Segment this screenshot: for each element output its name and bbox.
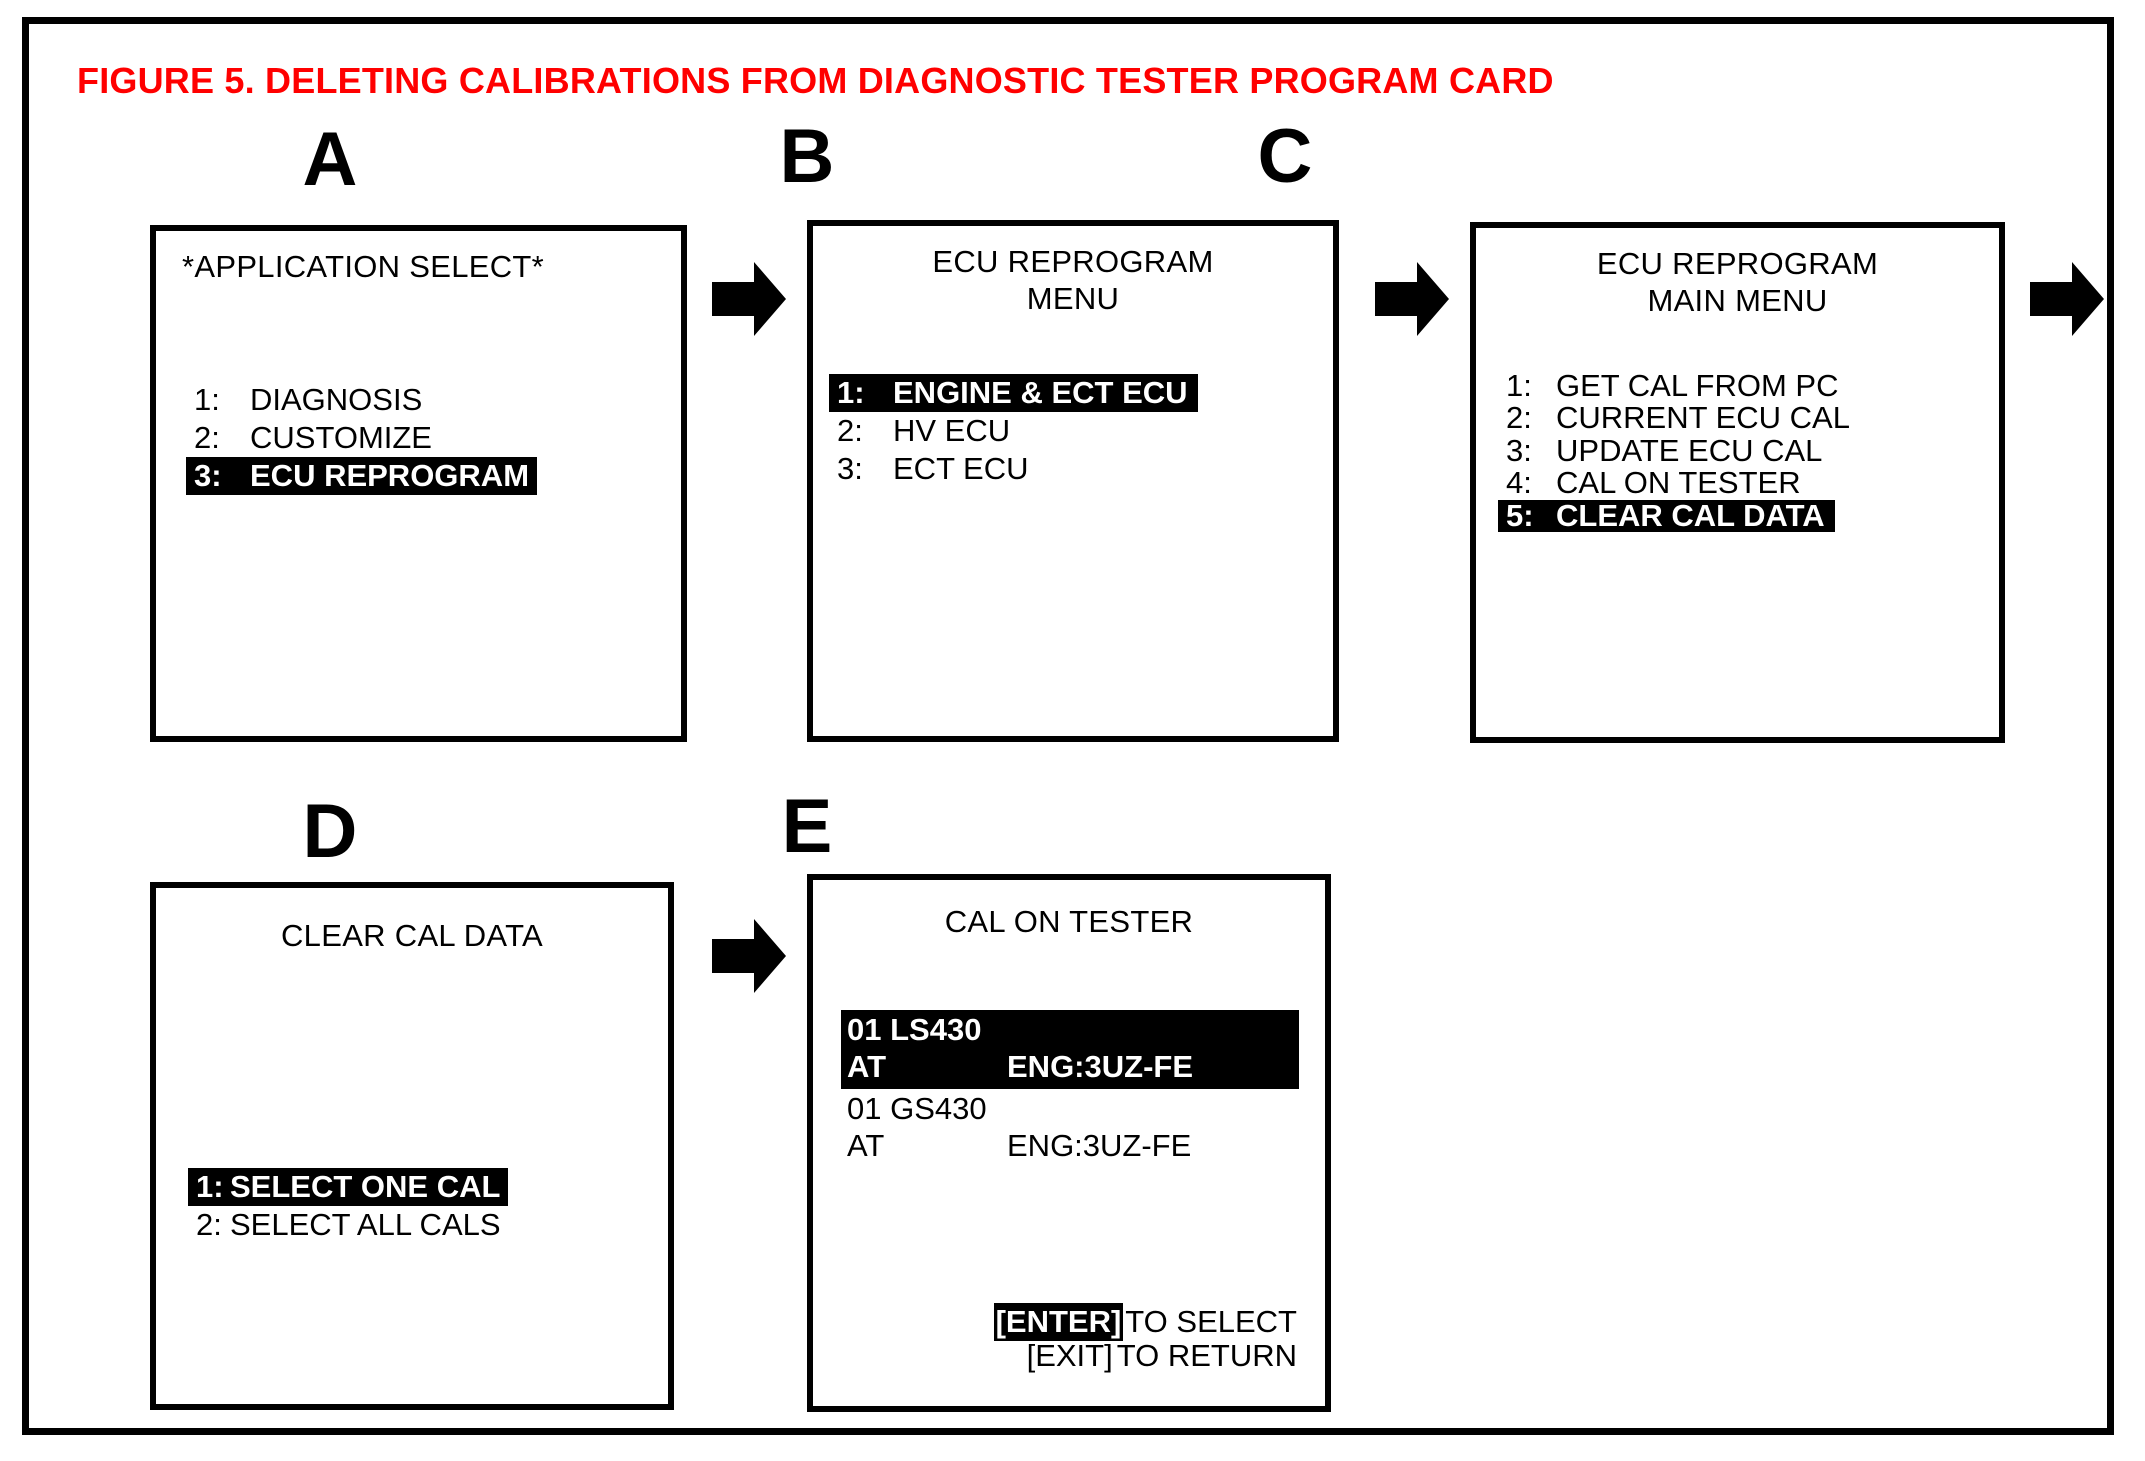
menu-item-hv-ecu[interactable]: 2: HV ECU: [829, 412, 1333, 450]
panel-letter-a: A: [302, 117, 358, 202]
screen-b-title: ECU REPROGRAM MENU: [813, 226, 1333, 317]
screen-b-title-line2: MENU: [1026, 280, 1120, 316]
menu-item-label: CURRENT ECU CAL: [1556, 400, 1850, 436]
arrow-d-to-e: [712, 917, 786, 995]
menu-item-ecu-reprogram[interactable]: 3: ECU REPROGRAM: [186, 456, 681, 495]
screen-panel-a: *APPLICATION SELECT* 1: DIAGNOSIS 2: CUSTO…: [150, 225, 687, 742]
cal-entry-name: 01 GS430: [847, 1091, 987, 1127]
menu-item-label: CLEAR CAL DATA: [1556, 497, 1825, 533]
menu-item-label: SELECT ALL CALS: [230, 1206, 501, 1242]
arrow-a-to-b: [712, 260, 786, 338]
cal-entry-engine: ENG:3UZ-FE: [1007, 1127, 1192, 1163]
menu-item-select-all-cals[interactable]: 2:SELECT ALL CALS: [188, 1206, 668, 1244]
screen-c-title: ECU REPROGRAM MAIN MENU: [1476, 228, 1999, 319]
screen-panel-c: ECU REPROGRAM MAIN MENU 1: GET CAL FROM P…: [1470, 222, 2005, 743]
cal-entry-ls430[interactable]: 01 LS430 AT ENG:3UZ-FE: [841, 1010, 1299, 1090]
menu-item-number: 2:: [194, 419, 220, 455]
screen-d-menu: 1:SELECT ONE CAL 2:SELECT ALL CALS: [188, 1168, 668, 1244]
menu-item-number: 1:: [196, 1169, 224, 1204]
menu-item-number: 2:: [196, 1206, 222, 1242]
enter-hint-text: TO SELECT: [1125, 1303, 1297, 1339]
panel-letter-e: E: [781, 784, 833, 869]
screen-e-title: CAL ON TESTER: [944, 904, 1194, 939]
figure-title: FIGURE 5. DELETING CALIBRATIONS FROM DIA…: [77, 60, 1554, 101]
cal-entry-gs430[interactable]: 01 GS430 AT ENG:3UZ-FE: [841, 1089, 1299, 1168]
screen-e-cal-list: 01 LS430 AT ENG:3UZ-FE 01 GS430 AT ENG:3UZ…: [841, 1010, 1299, 1168]
screen-c-menu: 1: GET CAL FROM PC 2: CURRENT ECU CAL 3: UP…: [1498, 370, 1999, 532]
screen-panel-d: CLEAR CAL DATA 1:SELECT ONE CAL 2:SELECT…: [150, 882, 674, 1410]
screen-a-menu: 1: DIAGNOSIS 2: CUSTOMIZE 3: ECU REPROGRAM: [186, 381, 681, 495]
menu-item-label: DIAGNOSIS: [250, 382, 423, 417]
menu-item-current-ecu-cal[interactable]: 2: CURRENT ECU CAL: [1498, 402, 1999, 434]
screen-d-title: CLEAR CAL DATA: [280, 918, 544, 953]
arrow-c-to-next: [2030, 260, 2104, 338]
menu-item-number: 2:: [1506, 400, 1532, 436]
exit-key-badge[interactable]: [EXIT]: [1026, 1338, 1113, 1374]
menu-item-cal-on-tester[interactable]: 4: CAL ON TESTER: [1498, 467, 1999, 499]
enter-key-badge[interactable]: [ENTER]: [993, 1302, 1124, 1341]
menu-item-engine-ect-ecu[interactable]: 1: ENGINE & ECT ECU: [829, 374, 1333, 412]
menu-item-select-one-cal[interactable]: 1:SELECT ONE CAL: [188, 1168, 668, 1206]
menu-item-get-cal-from-pc[interactable]: 1: GET CAL FROM PC: [1498, 370, 1999, 402]
footer-enter-hint: [ENTER]TO SELECT: [841, 1302, 1299, 1341]
menu-item-number: 3:: [837, 450, 863, 486]
menu-item-label: CAL ON TESTER: [1556, 465, 1801, 501]
menu-item-label: HV ECU: [893, 412, 1011, 448]
menu-item-label: ECT ECU: [893, 450, 1029, 486]
menu-item-number: 3:: [194, 457, 222, 493]
menu-item-number: 1:: [1506, 368, 1532, 403]
footer-exit-hint: [EXIT]TO RETURN: [841, 1338, 1299, 1374]
arrow-b-to-c: [1375, 260, 1449, 338]
screen-c-title-line2: MAIN MENU: [1647, 282, 1828, 318]
menu-item-diagnosis[interactable]: 1: DIAGNOSIS: [186, 381, 681, 419]
cal-entry-name: 01 LS430: [847, 1012, 982, 1047]
figure-frame: FIGURE 5. DELETING CALIBRATIONS FROM DIA…: [22, 17, 2114, 1435]
menu-item-number: 2:: [837, 412, 863, 448]
screen-b-title-line1: ECU REPROGRAM: [932, 244, 1214, 279]
menu-item-label: SELECT ONE CAL: [230, 1169, 501, 1204]
menu-item-clear-cal-data[interactable]: 5: CLEAR CAL DATA: [1498, 497, 1999, 533]
menu-item-label: UPDATE ECU CAL: [1556, 432, 1823, 468]
screen-panel-b: ECU REPROGRAM MENU 1: ENGINE & ECT ECU 2:…: [807, 220, 1339, 742]
cal-entry-transmission: AT: [847, 1127, 885, 1163]
cal-entry-transmission: AT: [847, 1048, 887, 1084]
menu-item-label: ECU REPROGRAM: [250, 457, 530, 493]
exit-hint-text: TO RETURN: [1116, 1338, 1297, 1374]
menu-item-update-ecu-cal[interactable]: 3: UPDATE ECU CAL: [1498, 435, 1999, 467]
menu-item-number: 3:: [1506, 432, 1532, 468]
panel-letter-c: C: [1257, 114, 1313, 199]
menu-item-label: CUSTOMIZE: [250, 419, 432, 455]
cal-entry-engine: ENG:3UZ-FE: [1007, 1048, 1193, 1084]
menu-item-label: ENGINE & ECT ECU: [893, 375, 1188, 410]
panel-letter-d: D: [302, 789, 358, 874]
screen-e-footer: [ENTER]TO SELECT [EXIT]TO RETURN: [841, 1302, 1299, 1374]
menu-item-customize[interactable]: 2: CUSTOMIZE: [186, 419, 681, 457]
menu-item-number: 1:: [837, 375, 865, 410]
menu-item-number: 4:: [1506, 465, 1532, 501]
screen-a-title: *APPLICATION SELECT*: [182, 249, 545, 284]
menu-item-number: 1:: [194, 382, 220, 417]
panel-letter-b: B: [779, 114, 835, 199]
screen-b-menu: 1: ENGINE & ECT ECU 2: HV ECU 3: ECT ECU: [829, 374, 1333, 488]
screen-c-title-line1: ECU REPROGRAM: [1596, 246, 1879, 281]
menu-item-label: GET CAL FROM PC: [1556, 368, 1839, 403]
screen-panel-e: CAL ON TESTER 01 LS430 AT ENG:3UZ-FE 01 G…: [807, 874, 1331, 1412]
menu-item-ect-ecu[interactable]: 3: ECT ECU: [829, 450, 1333, 488]
menu-item-number: 5:: [1506, 497, 1534, 533]
